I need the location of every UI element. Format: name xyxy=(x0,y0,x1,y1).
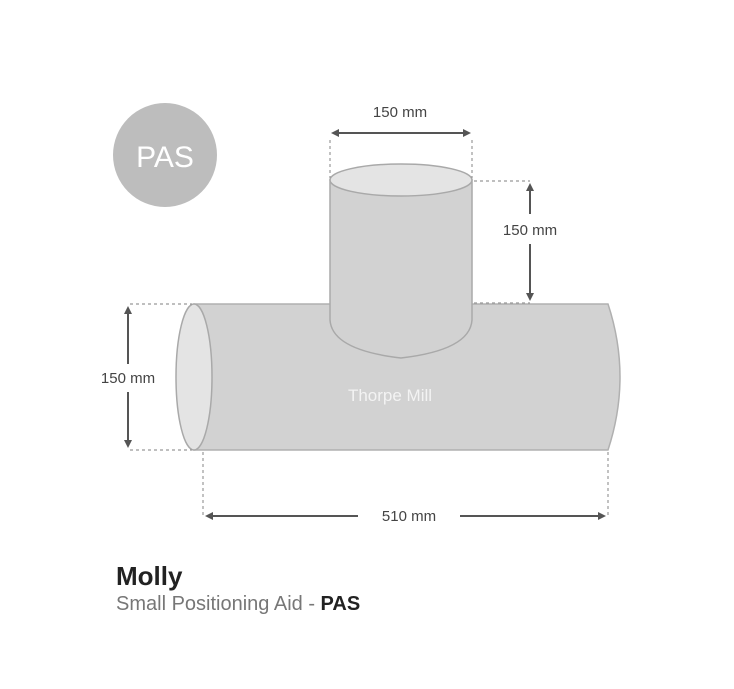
top-height-label: 150 mm xyxy=(503,222,557,239)
horizontal-cylinder xyxy=(175,303,621,451)
dimension-guides xyxy=(130,140,609,518)
brand-label: Thorpe Mill xyxy=(348,386,432,405)
body-diameter-label: 150 mm xyxy=(101,370,155,387)
top-width-label: 150 mm xyxy=(373,104,427,121)
dimension-arrows xyxy=(124,129,606,520)
product-name: Molly xyxy=(116,561,183,591)
product-code: PAS xyxy=(320,593,361,615)
body-length-label: 510 mm xyxy=(382,508,436,525)
badge-label: PAS xyxy=(136,141,194,174)
vertical-cylinder xyxy=(329,163,473,359)
product-description: Small Positioning Aid - PAS xyxy=(116,591,360,617)
pas-badge: PAS xyxy=(113,103,217,207)
dimension-labels: 150 mm 150 mm 150 mm 510 mm xyxy=(101,104,557,525)
product-caption: Molly Small Positioning Aid - PAS xyxy=(116,561,360,617)
description-text: Small Positioning Aid - xyxy=(116,593,321,615)
